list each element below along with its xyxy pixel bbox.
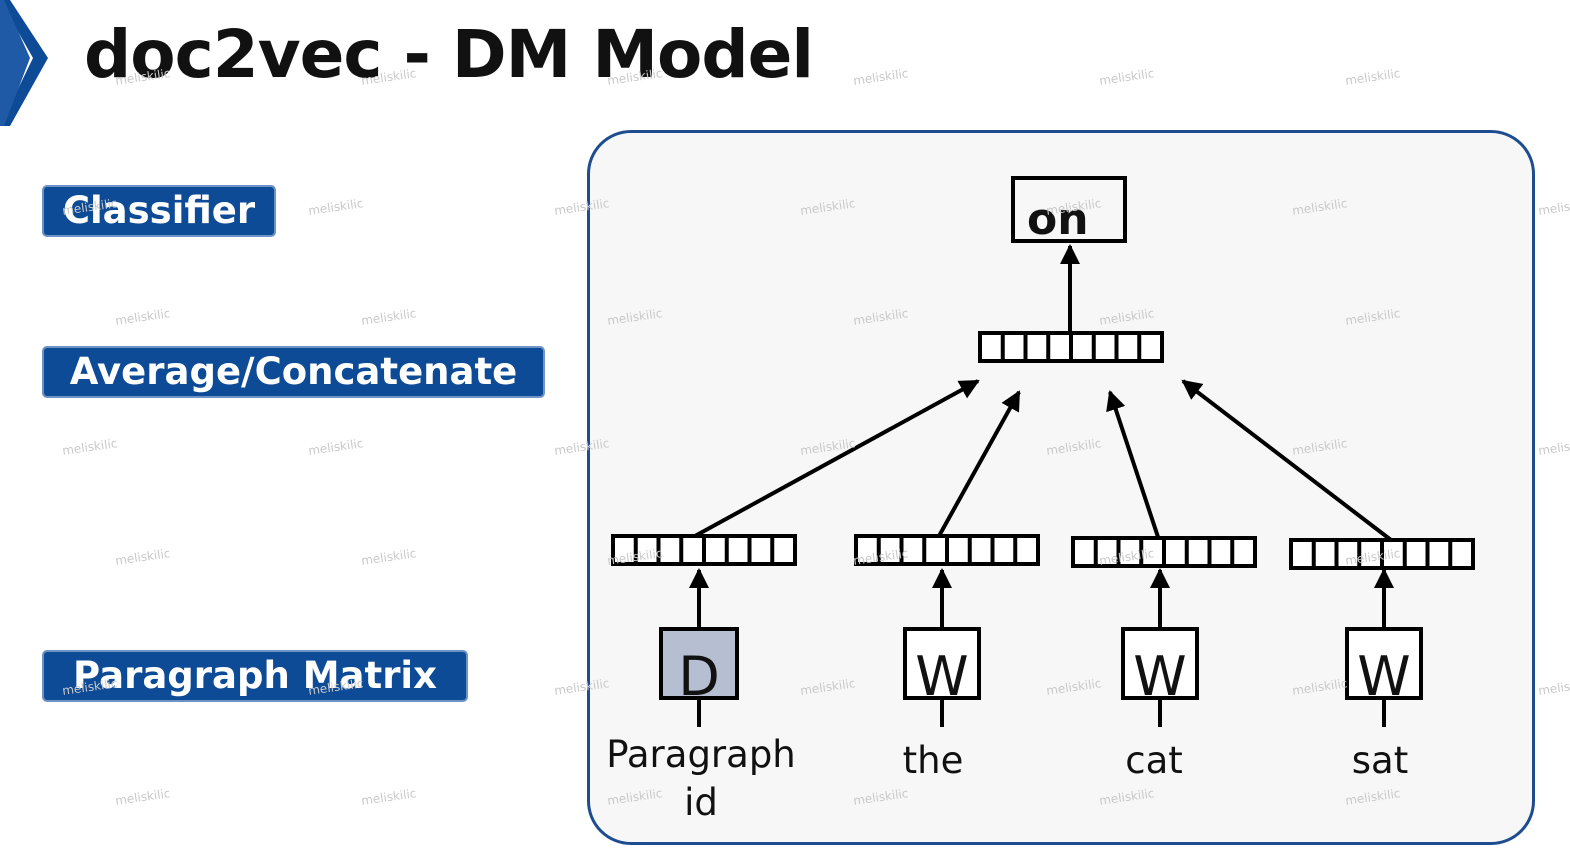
watermark-text: meliskilic <box>1537 676 1570 698</box>
watermark-text: meliskilic <box>1098 66 1156 88</box>
watermark-text: meliskilic <box>360 306 418 328</box>
classifier-label: Classifier <box>42 185 276 237</box>
sat-to-combined-arrow <box>1181 379 1393 542</box>
word-matrix-symbol: W <box>1357 645 1410 708</box>
paragraph-caption-line1: Paragraph <box>606 733 796 776</box>
watermark-text: meliskilic <box>114 306 172 328</box>
watermark-text: meliskilic <box>852 66 910 88</box>
paragraph-matrix-symbol: D <box>678 645 720 708</box>
watermark-text: meliskilic <box>1344 66 1402 88</box>
header-chevron-icon <box>0 0 48 126</box>
page-title: doc2vec - DM Model <box>84 16 814 93</box>
paragraph-to-combined-arrow <box>694 379 980 538</box>
output-node: on <box>1011 176 1127 245</box>
word-node-sat: W sat <box>1345 627 1423 782</box>
watermark-text: meliskilic <box>61 436 119 458</box>
combined-vector <box>978 331 1164 363</box>
word-vector-sat <box>1289 538 1475 570</box>
watermark-text: meliskilic <box>360 546 418 568</box>
word-cat: cat <box>1125 739 1183 782</box>
watermark-text: meliskilic <box>307 436 365 458</box>
word-matrix-symbol: W <box>1133 645 1186 708</box>
paragraph-matrix-label: Paragraph Matrix <box>42 650 468 702</box>
word-vector-cat <box>1071 536 1257 568</box>
word-node-the: W the <box>903 627 981 782</box>
word-sat: sat <box>1352 739 1408 782</box>
watermark-text: meliskilic <box>1537 436 1570 458</box>
cat-to-combined-arrow <box>1106 390 1161 541</box>
word-the: the <box>903 739 964 782</box>
paragraph-vector <box>611 534 797 566</box>
the-to-combined-arrow <box>937 390 1021 537</box>
watermark-text: meliskilic <box>307 196 365 218</box>
word-matrix-symbol: W <box>915 645 968 708</box>
paragraph-matrix-node: D Paragraph id <box>606 627 796 824</box>
average-concatenate-label: Average/Concatenate <box>42 346 545 398</box>
watermark-text: meliskilic <box>1537 196 1570 218</box>
watermark-text: meliskilic <box>114 786 172 808</box>
paragraph-caption-line2: id <box>684 781 718 824</box>
output-word: on <box>1027 194 1089 245</box>
watermark-text: meliskilic <box>360 786 418 808</box>
word-node-cat: W cat <box>1121 627 1199 782</box>
word-vector-the <box>854 534 1040 566</box>
dm-model-diagram: on D Paragraph id W the W cat W sa <box>606 176 1475 824</box>
watermark-text: meliskilic <box>114 546 172 568</box>
